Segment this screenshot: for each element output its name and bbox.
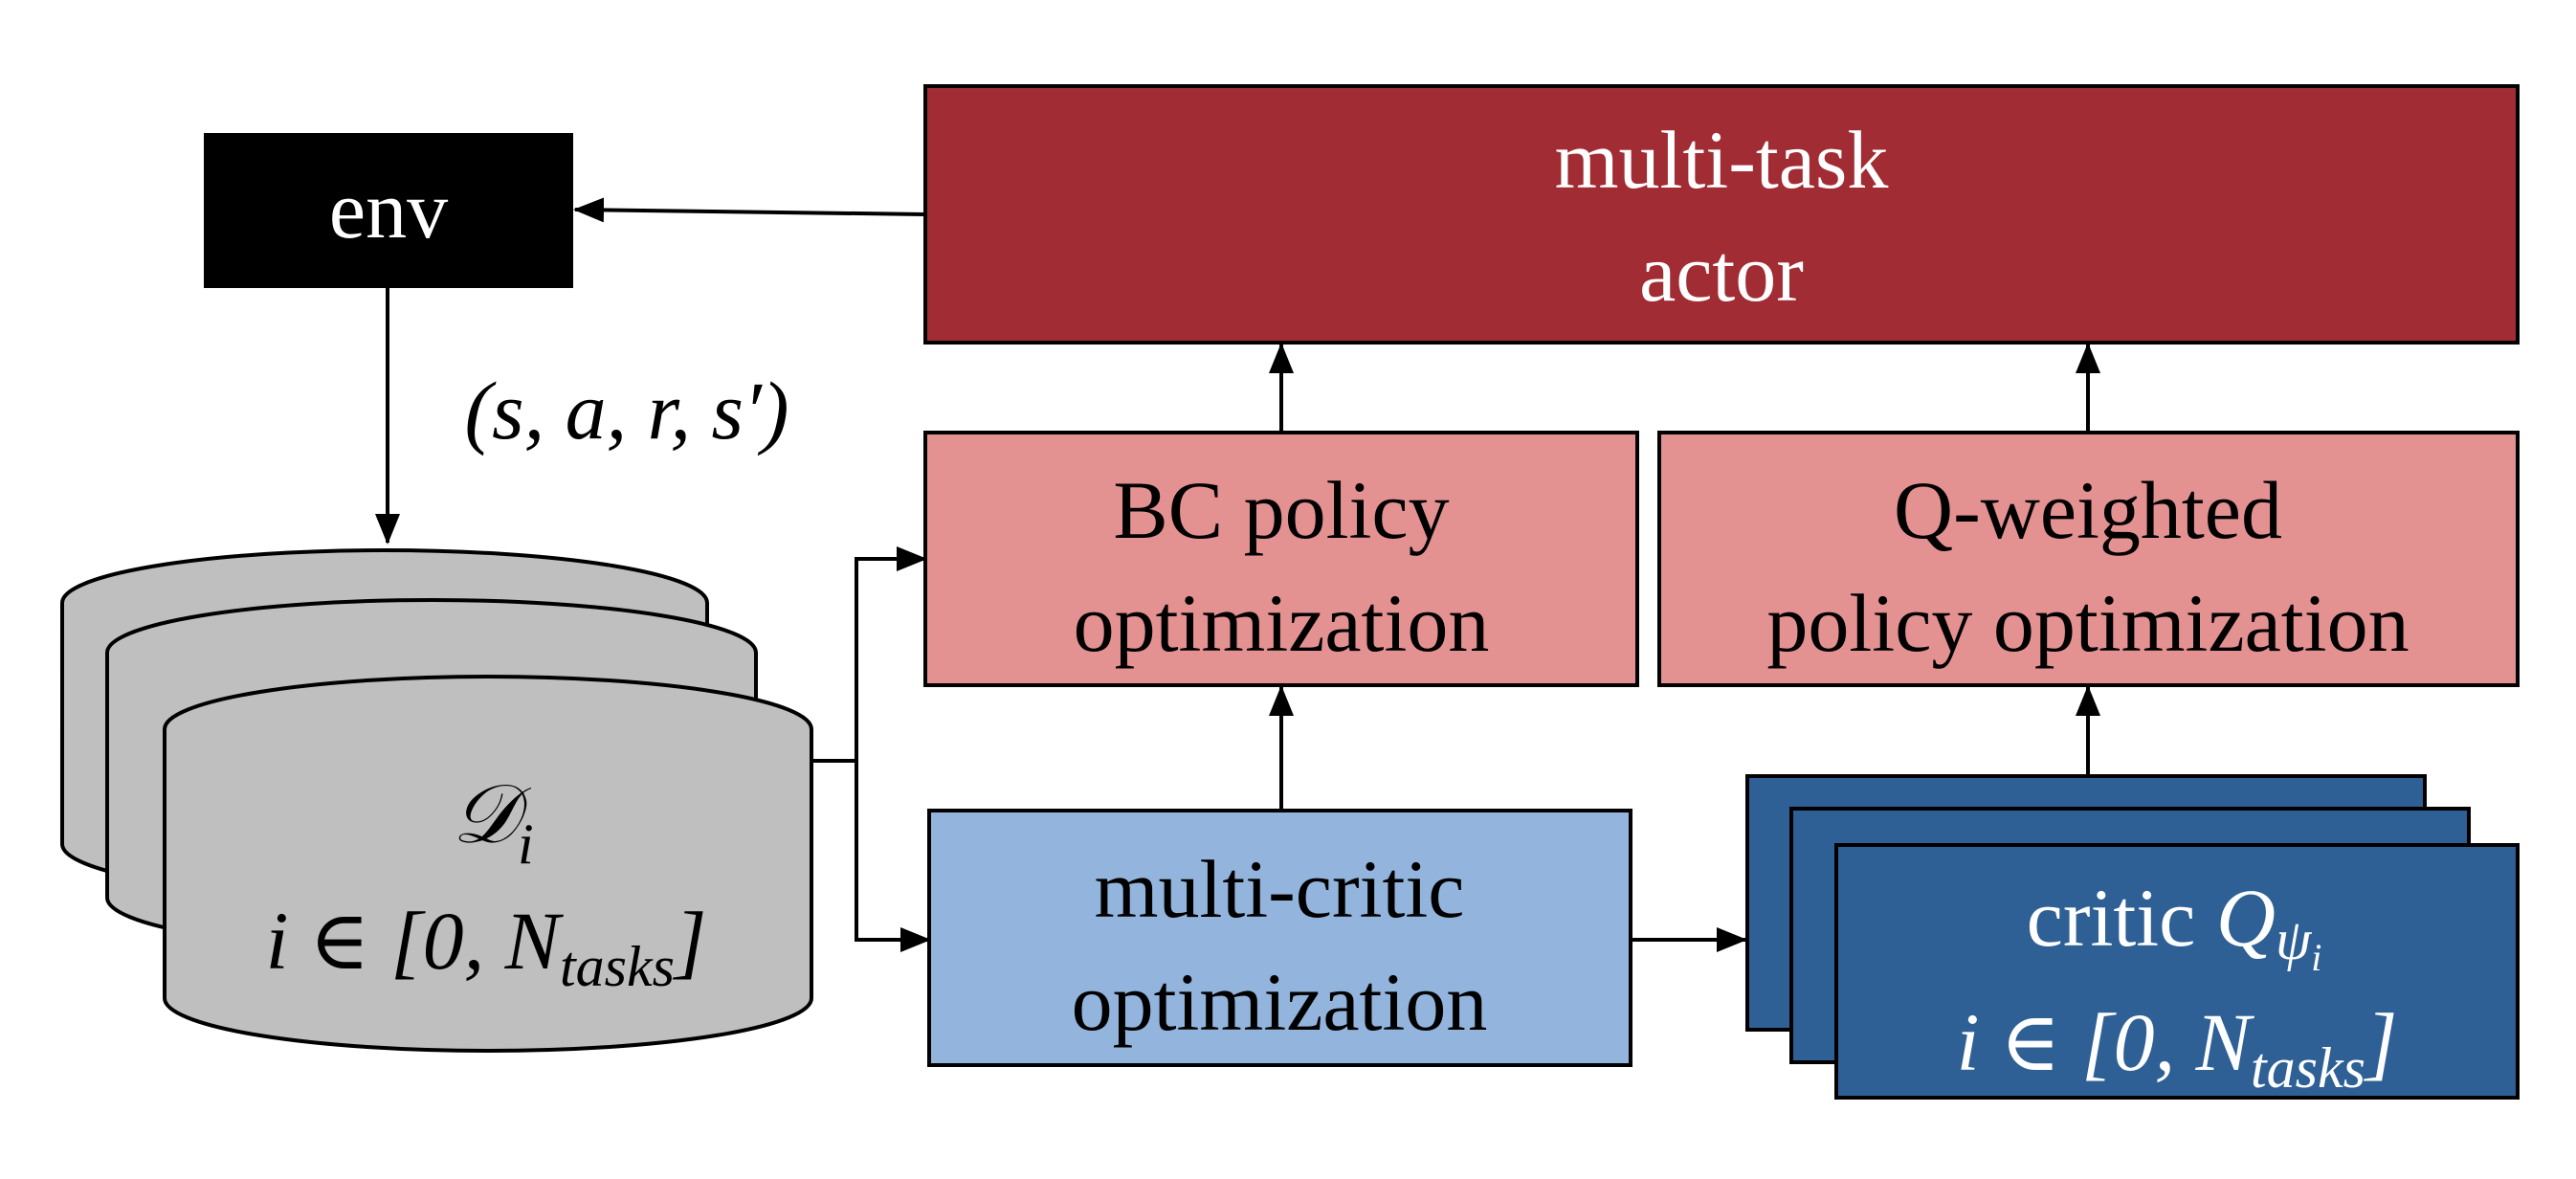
critic-box-front — [1834, 843, 2520, 1100]
dataset-stack — [60, 548, 813, 1053]
bc-policy-label-line1: BC policy — [1113, 464, 1449, 556]
env-box — [204, 133, 573, 288]
q-policy-label-line1: Q-weighted — [1894, 464, 2282, 556]
env-label: env — [329, 164, 448, 256]
connectors — [375, 197, 2100, 952]
q-policy-box — [1657, 431, 2520, 687]
bc-policy-node: BC policy optimization — [923, 431, 1639, 687]
multi-critic-node: multi-critic optimization — [927, 809, 1632, 1067]
arrow-dataset-to-multicritic — [855, 761, 931, 952]
actor-box — [923, 84, 2520, 345]
dataset-range: i ∈ [0, Ntasks] — [266, 895, 707, 998]
multi-critic-label-line1: multi-critic — [1095, 843, 1465, 935]
q-policy-label-line2: policy optimization — [1766, 577, 2409, 669]
bc-policy-label-line2: optimization — [1074, 577, 1490, 669]
multi-critic-box — [927, 809, 1632, 1067]
actor-label-line2: actor — [1639, 227, 1804, 319]
actor-label-line1: multi-task — [1555, 114, 1889, 206]
critic-label: critic Qψi — [2027, 872, 2322, 979]
multi-critic-label-line2: optimization — [1072, 956, 1488, 1048]
dataset-cylinder-front — [163, 675, 813, 1053]
actor-node: multi-task actor — [923, 84, 2520, 345]
arrow-dataset-to-bc — [811, 546, 927, 763]
arrow-actor-to-env — [573, 197, 926, 223]
q-policy-node: Q-weighted policy optimization — [1657, 431, 2520, 687]
critic-range: i ∈ [0, Ntasks] — [1957, 996, 2398, 1100]
critic-stack — [1745, 774, 2520, 1100]
transition-label: (s, a, r, s′) — [465, 365, 789, 456]
env-node: env — [204, 133, 573, 288]
